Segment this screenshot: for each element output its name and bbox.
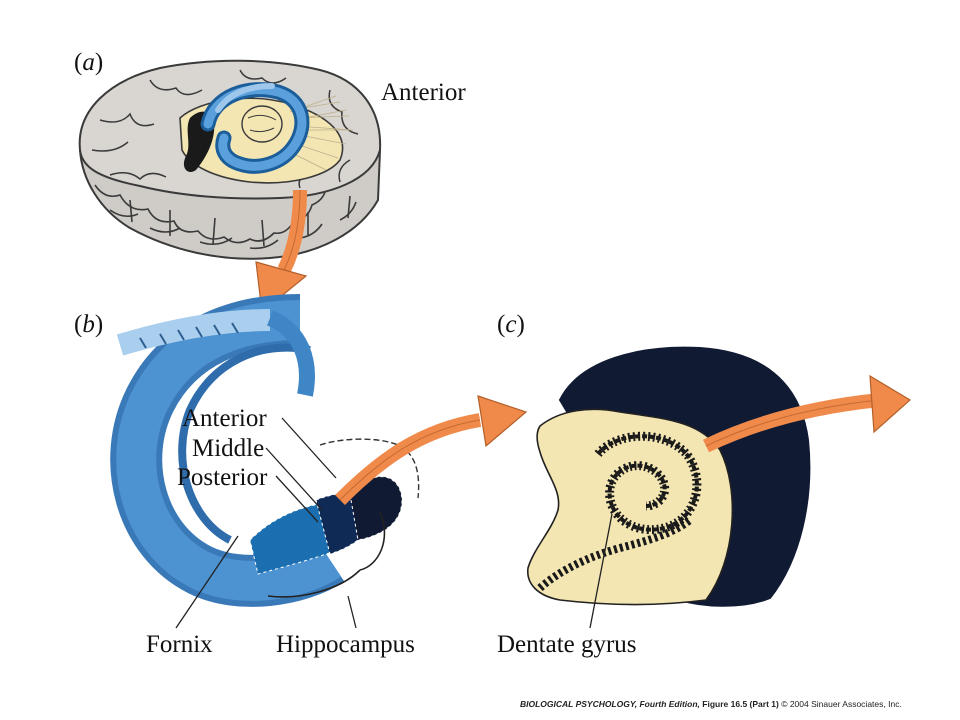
panel-label-a: (a): [74, 49, 104, 76]
caption-book: BIOLOGICAL PSYCHOLOGY, Fourth Edition,: [520, 699, 700, 709]
label-dentate-gyrus: Dentate gyrus: [497, 631, 637, 658]
segment-middle: [315, 492, 359, 555]
arrow-c-out: [702, 374, 912, 453]
label-hippocampus: Hippocampus: [276, 631, 415, 658]
brain-top-sulci: [91, 69, 359, 189]
panel-label-c: (c): [497, 311, 525, 338]
hippocampus-tail: [215, 83, 275, 113]
caption-copyright: © 2004 Sinauer Associates, Inc.: [781, 699, 902, 709]
label-anterior-b: Anterior: [182, 405, 267, 432]
arrow-b-to-c: [335, 395, 528, 505]
panel-a-brain: [78, 59, 382, 260]
fornix-inner: [178, 343, 311, 544]
leader-lines-b: [175, 417, 357, 629]
caption-figure: Figure 16.5 (Part 1): [702, 699, 779, 709]
panel-c-cross-section: [527, 346, 811, 629]
panel-b-hippocampus: [110, 294, 420, 629]
label-anterior-a: Anterior: [381, 79, 466, 106]
panel-label-b: (b): [74, 311, 104, 338]
label-middle: Middle: [192, 435, 265, 462]
label-posterior: Posterior: [177, 464, 268, 491]
cornu-ammonis-band: [537, 516, 693, 592]
hippocampus-bracket: [267, 511, 386, 598]
label-fornix: Fornix: [146, 631, 213, 658]
leader-line-dentate: [589, 513, 613, 629]
fornix-top-strands: [116, 309, 271, 356]
cross-section-cream: [527, 408, 734, 606]
figure-caption: BIOLOGICAL PSYCHOLOGY, Fourth Edition, F…: [520, 699, 902, 709]
